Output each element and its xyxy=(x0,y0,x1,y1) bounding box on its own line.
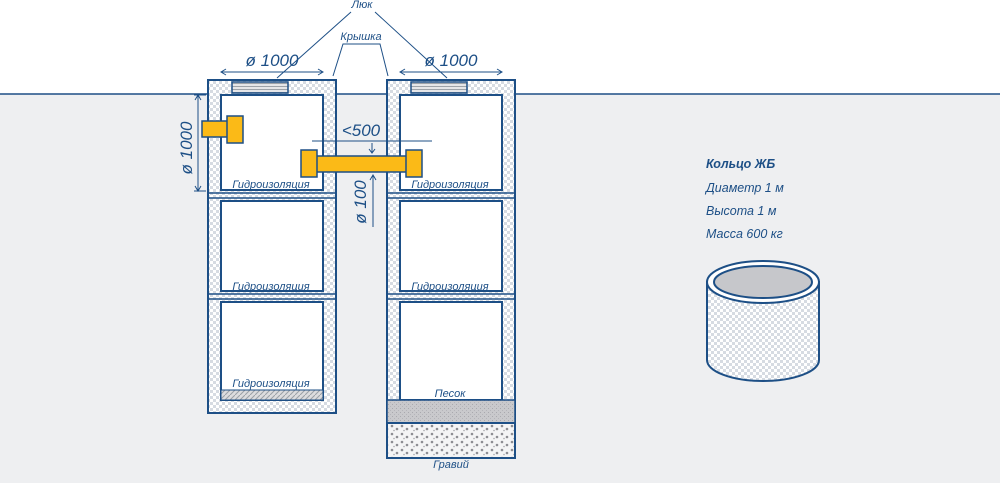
right-well xyxy=(386,79,516,459)
hatch-label: Люк xyxy=(350,0,373,11)
gravel-layer xyxy=(386,422,516,459)
waterproofing-label-r2: Гидроизоляция xyxy=(411,281,488,293)
dim-right-top xyxy=(399,68,503,76)
dim-left-top xyxy=(220,68,324,76)
sand-label: Песок xyxy=(435,388,467,400)
dia-left-label: ø 1000 xyxy=(246,51,299,70)
pipe-diameter-label: ø 100 xyxy=(351,180,370,224)
left-well xyxy=(201,79,337,414)
left-hatch xyxy=(231,81,289,94)
info-height: Высота 1 м xyxy=(706,204,777,218)
dia-vertical-label: ø 1000 xyxy=(177,121,196,174)
leader-lines xyxy=(276,11,448,79)
concrete-ring-icon xyxy=(706,260,820,382)
waterproofing-label-l2: Гидроизоляция xyxy=(232,281,309,293)
lid-label: Крышка xyxy=(340,31,381,43)
dia-right-label: ø 1000 xyxy=(425,51,478,70)
dim-left-vertical xyxy=(194,94,206,192)
dim-pipe-distance xyxy=(312,140,432,154)
left-inlet-pipe xyxy=(201,120,231,138)
info-diameter: Диаметр 1 м xyxy=(704,181,784,195)
left-inlet-flange xyxy=(226,115,244,144)
info-mass: Масса 600 кг xyxy=(706,227,783,241)
waterproofing-label-r1: Гидроизоляция xyxy=(411,179,488,191)
waterproofing-label-l3: Гидроизоляция xyxy=(232,378,309,390)
overflow-pipe xyxy=(300,149,423,178)
info-title: Кольцо ЖБ xyxy=(706,157,775,171)
gravel-label: Гравий xyxy=(433,459,469,471)
right-hatch xyxy=(410,81,468,94)
dim-pipe-diameter xyxy=(369,174,377,227)
pipe-distance-label: <500 xyxy=(342,121,381,140)
sand-layer xyxy=(386,399,516,424)
waterproofing-label-l1: Гидроизоляция xyxy=(232,179,309,191)
